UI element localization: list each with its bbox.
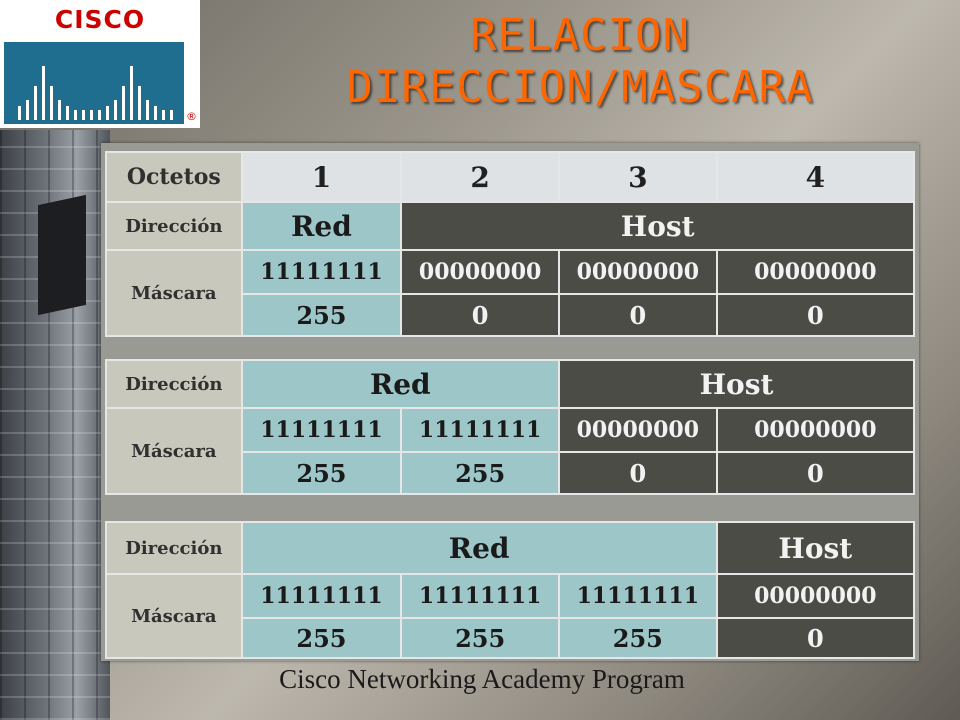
- address-label: Dirección: [105, 521, 243, 575]
- host-cell: Host: [715, 521, 916, 575]
- host-cell: Host: [400, 201, 915, 251]
- registered-mark: ®: [186, 110, 197, 123]
- network-cell: Red: [240, 359, 560, 409]
- mask-bits: 11111111: [400, 573, 560, 619]
- mask-bits: 00000000: [557, 249, 718, 295]
- mask-decimal: 0: [715, 451, 916, 495]
- octet-number: 2: [400, 151, 560, 203]
- mask-decimal: 0: [400, 293, 560, 337]
- mask-bits: 11111111: [240, 407, 403, 453]
- mask-table-class-a: Octetos 1 2 3 4 Dirección Red Host Másca…: [105, 151, 916, 337]
- network-cell: Red: [240, 521, 718, 575]
- address-label: Dirección: [105, 201, 243, 251]
- mask-bits: 00000000: [400, 249, 560, 295]
- mask-decimal: 0: [715, 293, 916, 337]
- mask-label: Máscara: [105, 249, 243, 337]
- address-mask-panel: Octetos 1 2 3 4 Dirección Red Host Másca…: [101, 143, 919, 661]
- mask-bits: 11111111: [240, 573, 403, 619]
- mask-decimal: 0: [557, 293, 718, 337]
- address-label: Dirección: [105, 359, 243, 409]
- mask-bits: 00000000: [715, 407, 916, 453]
- host-cell: Host: [557, 359, 916, 409]
- octet-number: 1: [240, 151, 403, 203]
- mask-table-class-c: Dirección Red Host Máscara 11111111 1111…: [105, 521, 916, 659]
- mask-decimal: 0: [715, 617, 916, 659]
- mask-bits: 11111111: [240, 249, 403, 295]
- title-line-2: DIRECCION/MASCARA: [346, 62, 814, 113]
- mask-bits: 00000000: [715, 573, 916, 619]
- logo-text: Cisco Systems: [31, 5, 168, 70]
- mask-decimal: 255: [557, 617, 718, 659]
- mask-decimal: 255: [240, 617, 403, 659]
- mask-bits: 11111111: [557, 573, 718, 619]
- building-window: [38, 194, 86, 316]
- mask-decimal: 255: [240, 293, 403, 337]
- mask-table-class-b: Dirección Red Host Máscara 11111111 1111…: [105, 359, 916, 495]
- title-line-1: RELACION: [470, 10, 690, 61]
- octets-label: Octetos: [105, 151, 243, 203]
- mask-label: Máscara: [105, 573, 243, 659]
- mask-decimal: 255: [240, 451, 403, 495]
- mask-decimal: 255: [400, 617, 560, 659]
- logo-bridge-icon: [4, 42, 184, 124]
- cisco-logo: Cisco Systems: [0, 0, 200, 128]
- mask-bits: 11111111: [400, 407, 560, 453]
- mask-decimal: 255: [400, 451, 560, 495]
- mask-bits: 00000000: [715, 249, 916, 295]
- footer-text: Cisco Networking Academy Program: [279, 664, 685, 694]
- mask-bits: 00000000: [557, 407, 718, 453]
- mask-label: Máscara: [105, 407, 243, 495]
- octet-number: 4: [715, 151, 916, 203]
- octet-number: 3: [557, 151, 718, 203]
- slide-title: RELACION DIRECCION/MASCARA: [220, 10, 940, 114]
- mask-decimal: 0: [557, 451, 718, 495]
- network-cell: Red: [240, 201, 403, 251]
